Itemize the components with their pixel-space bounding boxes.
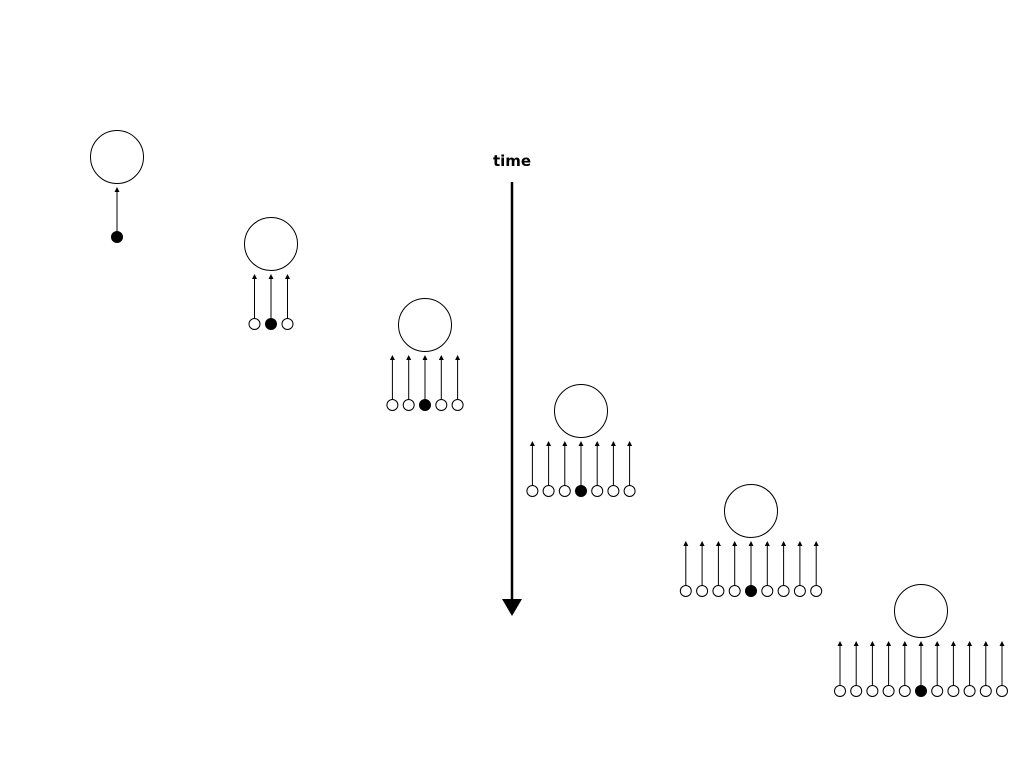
input-arrowhead bbox=[715, 541, 721, 546]
input-dot-empty bbox=[607, 485, 620, 497]
input-dot-empty bbox=[402, 399, 415, 411]
input-arrowhead bbox=[886, 641, 892, 646]
input-dot-empty bbox=[898, 685, 911, 697]
input-dot-filled bbox=[915, 685, 927, 697]
stage-3 bbox=[386, 298, 464, 411]
input-arrowhead bbox=[699, 541, 705, 546]
input-dot-filled bbox=[265, 318, 277, 330]
input-arrowhead bbox=[934, 641, 940, 646]
stage-1 bbox=[90, 130, 144, 243]
input-dot-empty bbox=[979, 685, 992, 697]
output-circle bbox=[398, 298, 452, 352]
output-circle bbox=[894, 584, 948, 638]
input-dot-empty bbox=[712, 585, 725, 597]
input-arrowhead bbox=[389, 355, 395, 360]
input-dot-empty bbox=[248, 318, 261, 330]
time-axis-label: time bbox=[493, 152, 531, 170]
input-arrowhead bbox=[781, 541, 787, 546]
input-dot-empty bbox=[558, 485, 571, 497]
input-dot-filled bbox=[745, 585, 757, 597]
input-arrowhead bbox=[627, 441, 633, 446]
input-arrowhead bbox=[438, 355, 444, 360]
input-arrowhead bbox=[268, 274, 274, 279]
input-arrowhead bbox=[950, 641, 956, 646]
stage-5 bbox=[679, 484, 823, 597]
input-dot-empty bbox=[882, 685, 895, 697]
input-dot-filled bbox=[419, 399, 431, 411]
input-dot-empty bbox=[793, 585, 806, 597]
input-dot-empty bbox=[777, 585, 790, 597]
input-dot-empty bbox=[696, 585, 709, 597]
input-arrowhead bbox=[285, 274, 290, 279]
input-dot-empty bbox=[451, 399, 464, 411]
input-dot-empty bbox=[963, 685, 976, 697]
input-arrowhead bbox=[999, 641, 1005, 646]
input-dot-empty bbox=[591, 485, 604, 497]
input-dot-empty bbox=[679, 585, 692, 597]
input-dot-empty bbox=[281, 318, 294, 330]
input-arrowhead bbox=[546, 441, 552, 446]
input-arrowhead bbox=[562, 441, 568, 446]
input-dot-empty bbox=[526, 485, 539, 497]
input-arrowhead bbox=[764, 541, 770, 546]
stage-4 bbox=[526, 384, 636, 497]
input-arrowhead bbox=[406, 355, 412, 360]
time-axis-arrowhead bbox=[502, 599, 522, 616]
input-dot-filled bbox=[111, 231, 123, 243]
input-arrowhead bbox=[732, 541, 738, 546]
input-arrowhead bbox=[902, 641, 908, 646]
time-axis: time bbox=[493, 152, 531, 616]
stages bbox=[90, 130, 1008, 697]
input-arrowhead bbox=[797, 541, 803, 546]
input-dot-filled bbox=[575, 485, 587, 497]
input-arrowhead bbox=[594, 441, 600, 446]
input-arrowhead bbox=[610, 441, 616, 446]
input-dot-empty bbox=[810, 585, 823, 597]
input-dot-empty bbox=[947, 685, 960, 697]
input-dot-empty bbox=[542, 485, 555, 497]
input-arrowhead bbox=[967, 641, 973, 646]
input-dot-empty bbox=[996, 685, 1008, 697]
output-circle bbox=[244, 217, 298, 271]
input-arrowhead bbox=[683, 541, 689, 546]
input-arrowhead bbox=[529, 441, 535, 446]
input-arrowhead bbox=[252, 274, 257, 279]
input-dot-empty bbox=[834, 685, 846, 697]
input-dot-empty bbox=[850, 685, 863, 697]
stage-6 bbox=[834, 584, 1008, 697]
input-arrowhead bbox=[578, 441, 584, 446]
input-dot-empty bbox=[623, 485, 636, 497]
input-dot-empty bbox=[386, 399, 399, 411]
input-arrowhead bbox=[837, 641, 843, 646]
input-arrowhead bbox=[918, 641, 924, 646]
input-dot-empty bbox=[866, 685, 879, 697]
stage-2 bbox=[244, 217, 298, 330]
input-dot-empty bbox=[728, 585, 741, 597]
output-circle bbox=[724, 484, 778, 538]
input-arrowhead bbox=[455, 355, 461, 360]
input-dot-empty bbox=[931, 685, 944, 697]
input-arrowhead bbox=[813, 541, 819, 546]
input-arrowhead bbox=[983, 641, 989, 646]
input-arrowhead bbox=[114, 187, 120, 192]
input-arrowhead bbox=[869, 641, 875, 646]
output-circle bbox=[90, 130, 144, 184]
output-circle bbox=[554, 384, 608, 438]
input-arrowhead bbox=[422, 355, 428, 360]
input-arrowhead bbox=[853, 641, 859, 646]
input-arrowhead bbox=[748, 541, 754, 546]
input-dot-empty bbox=[435, 399, 448, 411]
input-dot-empty bbox=[761, 585, 774, 597]
